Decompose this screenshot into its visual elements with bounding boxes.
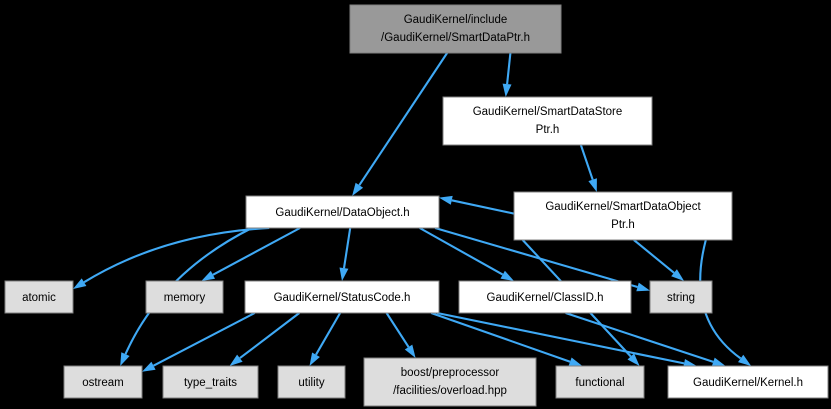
node-box-dataobject bbox=[245, 195, 440, 229]
edge-smartdataobject-to-dataobject bbox=[451, 199, 515, 215]
graph-node-root[interactable]: GaudiKernel/include/GaudiKernel/SmartDat… bbox=[349, 4, 562, 54]
node-box-root bbox=[349, 4, 562, 54]
edge-statuscode-to-ostream bbox=[153, 312, 256, 367]
arrowhead-statuscode-to-functional bbox=[568, 357, 583, 366]
node-box-utility bbox=[277, 365, 346, 399]
edge-statuscode-to-functional bbox=[430, 312, 571, 363]
node-box-classid bbox=[458, 280, 632, 314]
graph-node-dataobject[interactable]: GaudiKernel/DataObject.h bbox=[245, 195, 440, 229]
node-box-statuscode bbox=[244, 280, 440, 314]
graph-node-atomic[interactable]: atomic bbox=[4, 280, 74, 314]
edge-statuscode-to-type_traits bbox=[239, 312, 300, 359]
edge-root-to-dataobject bbox=[358, 52, 448, 186]
arrowhead-smartdataobject-to-string bbox=[671, 269, 685, 281]
graph-node-ostream[interactable]: ostream bbox=[63, 365, 143, 399]
graph-node-classid[interactable]: GaudiKernel/ClassID.h bbox=[458, 280, 632, 314]
graph-node-memory[interactable]: memory bbox=[145, 280, 224, 314]
edge-smartdataobject-to-string bbox=[633, 239, 675, 274]
edge-smartdatastore-to-smartdataobject bbox=[579, 144, 594, 181]
edge-classid-to-kernel bbox=[565, 312, 714, 363]
edge-dataobject-to-atomic bbox=[83, 226, 270, 284]
arrowhead-statuscode-to-type_traits bbox=[229, 354, 243, 366]
edge-statuscode-to-utility bbox=[315, 312, 342, 356]
arrowhead-smartdataobject-to-functional bbox=[627, 353, 640, 366]
node-box-smartdataobject bbox=[513, 191, 733, 241]
arrowhead-smartdataobject-to-kernel bbox=[738, 354, 752, 366]
graph-node-boost[interactable]: boost/preprocessor/facilities/overload.h… bbox=[363, 357, 537, 407]
arrowhead-dataobject-to-classid bbox=[500, 270, 514, 281]
arrowhead-root-to-dataobject bbox=[352, 182, 364, 196]
node-box-smartdatastore bbox=[442, 96, 653, 146]
node-box-atomic bbox=[4, 280, 74, 314]
arrowhead-classid-to-kernel bbox=[711, 357, 726, 367]
edge-root-to-smartdatastore bbox=[506, 52, 512, 85]
node-box-boost bbox=[363, 357, 537, 407]
graph-node-functional[interactable]: functional bbox=[555, 365, 645, 399]
edge-statuscode-to-kernel bbox=[436, 311, 685, 365]
node-box-kernel bbox=[667, 365, 829, 399]
node-box-functional bbox=[555, 365, 645, 399]
arrowhead-smartdatastore-to-smartdataobject bbox=[588, 178, 597, 192]
node-box-memory bbox=[145, 280, 224, 314]
arrowhead-root-to-smartdatastore bbox=[502, 83, 512, 97]
arrowhead-statuscode-to-utility bbox=[309, 352, 320, 366]
node-box-ostream bbox=[63, 365, 143, 399]
graph-node-utility[interactable]: utility bbox=[277, 365, 346, 399]
arrowhead-dataobject-to-memory bbox=[201, 270, 215, 281]
arrowhead-dataobject-to-ostream bbox=[120, 352, 130, 366]
arrowhead-smartdataobject-to-dataobject bbox=[439, 195, 453, 205]
node-box-type_traits bbox=[162, 365, 259, 399]
node-box-string bbox=[649, 280, 713, 314]
edge-dataobject-to-memory bbox=[212, 227, 301, 276]
edge-statuscode-to-boost bbox=[385, 312, 410, 348]
graph-node-statuscode[interactable]: GaudiKernel/StatusCode.h bbox=[244, 280, 440, 314]
arrowhead-dataobject-to-atomic bbox=[73, 278, 87, 289]
node-layer: GaudiKernel/include/GaudiKernel/SmartDat… bbox=[4, 4, 829, 407]
edge-dataobject-to-statuscode bbox=[342, 227, 352, 269]
edge-dataobject-to-classid bbox=[419, 227, 504, 276]
arrowhead-dataobject-to-string bbox=[636, 282, 650, 292]
arrowhead-statuscode-to-ostream bbox=[142, 361, 156, 372]
graph-node-type_traits[interactable]: type_traits bbox=[162, 365, 259, 399]
edge-dataobject-to-string bbox=[434, 226, 638, 289]
arrowhead-statuscode-to-boost bbox=[404, 344, 416, 358]
graph-node-kernel[interactable]: GaudiKernel/Kernel.h bbox=[667, 365, 829, 399]
graph-node-string[interactable]: string bbox=[649, 280, 713, 314]
arrowhead-dataobject-to-statuscode bbox=[339, 267, 349, 281]
